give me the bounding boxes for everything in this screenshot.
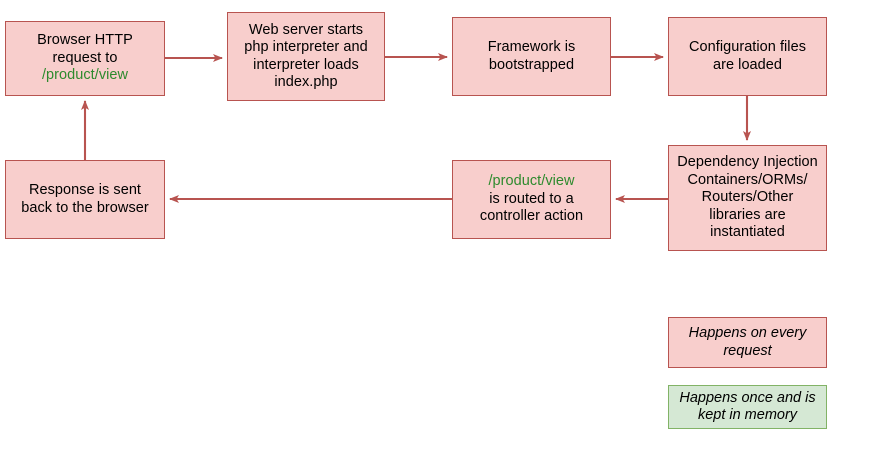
legend-happens-every-request: Happens on every request (668, 317, 827, 368)
legend-once-memory-line-2: kept in memory (697, 407, 798, 423)
node-framework-line-1: Framework is (487, 39, 576, 55)
node-di-line-3: Routers/Other (701, 189, 794, 206)
node-web-server[interactable]: Web server starts php interpreter and in… (227, 12, 385, 101)
node-dependency-injection[interactable]: Dependency Injection Containers/ORMs/ Ro… (668, 145, 827, 251)
node-config-line-2: are loaded (712, 56, 783, 73)
node-web-server-line-1: Web server starts (248, 21, 364, 38)
node-di-line-2: Containers/ORMs/ (687, 171, 808, 188)
node-browser-request-line-1: Browser HTTP (37, 32, 133, 49)
node-browser-request-path: /product/view (41, 67, 129, 84)
node-response-line-1: Response is sent (28, 182, 142, 198)
legend-once-memory-line-1: Happens once and is (679, 389, 816, 406)
legend-every-request-line-1: Happens on every (688, 325, 807, 341)
node-response-line-2: back to the browser (21, 199, 149, 216)
node-config-line-1: Configuration files (688, 39, 806, 55)
node-browser-request[interactable]: Browser HTTP request to /product/view (5, 21, 165, 96)
node-framework-line-2: bootstrapped (488, 56, 575, 73)
node-web-server-line-2: php interpreter and (244, 39, 368, 55)
node-browser-request-line-2: request to (52, 49, 118, 66)
legend-happens-once-kept-in-memory: Happens once and is kept in memory (668, 385, 827, 429)
node-web-server-line-4: index.php (274, 74, 338, 90)
node-routed-line-2: is routed to a (489, 190, 574, 207)
node-response-sent[interactable]: Response is sent back to the browser (5, 160, 165, 239)
legend-every-request-line-2: request (723, 342, 772, 359)
node-di-line-1: Dependency Injection (677, 154, 818, 171)
node-routed-line-3: controller action (479, 208, 584, 225)
node-web-server-line-3: interpreter loads (253, 56, 359, 73)
node-framework-bootstrapped[interactable]: Framework is bootstrapped (452, 17, 611, 96)
node-routed-to-controller[interactable]: /product/view is routed to a controller … (452, 160, 611, 239)
node-routed-path: /product/view (488, 173, 575, 190)
node-configuration-files[interactable]: Configuration files are loaded (668, 17, 827, 96)
node-di-line-5: instantiated (710, 224, 785, 241)
node-di-line-4: libraries are (709, 206, 786, 223)
